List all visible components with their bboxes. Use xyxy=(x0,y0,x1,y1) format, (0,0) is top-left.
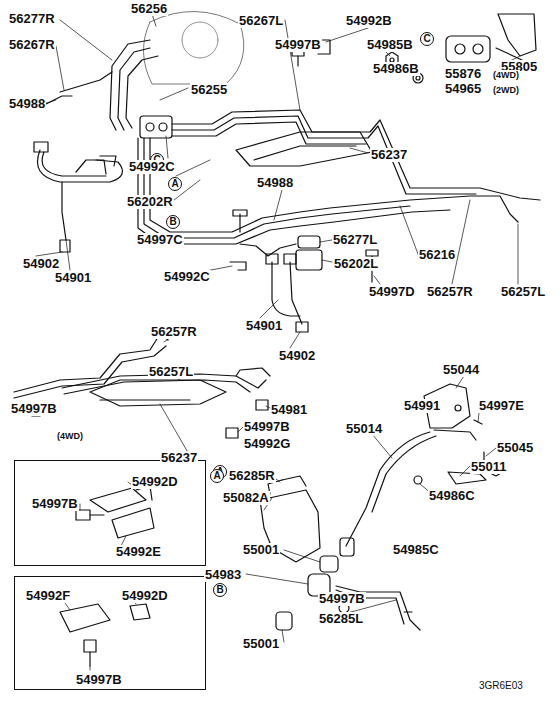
variant-note: (4WD) xyxy=(492,70,520,80)
part-number: 56256 xyxy=(130,2,168,16)
part-number: 56277R xyxy=(8,12,56,26)
part-number: 54901 xyxy=(54,271,92,285)
part-number: 56257L xyxy=(500,285,546,299)
part-number: 54988 xyxy=(8,97,46,111)
part-number: 54902 xyxy=(22,257,60,271)
part-number: 55014 xyxy=(345,422,383,436)
reference-letter: B xyxy=(213,583,227,597)
part-number: 56267L xyxy=(238,14,284,28)
part-number: 56237 xyxy=(160,451,198,465)
part-number: 54985B xyxy=(366,38,414,52)
part-number: 56202R xyxy=(126,195,174,209)
part-number: 54997B xyxy=(31,497,79,511)
part-number: 54992D xyxy=(131,475,179,489)
reference-letter: A xyxy=(210,469,224,483)
reference-letter: B xyxy=(166,215,180,229)
variant-note: (2WD) xyxy=(492,85,520,95)
part-number: 56257R xyxy=(150,325,198,339)
part-number: 54901 xyxy=(245,319,283,333)
part-number: 54988 xyxy=(256,176,294,190)
part-number: 54902 xyxy=(278,349,316,363)
part-number: 56257L xyxy=(148,365,194,379)
part-number: 54986B xyxy=(372,62,420,76)
part-number: 55011 xyxy=(470,460,507,474)
part-number: 55044 xyxy=(442,363,480,377)
part-number: 54997B xyxy=(274,38,322,52)
part-number: 56267R xyxy=(8,38,56,52)
part-number: 54997B xyxy=(243,420,291,434)
part-number: 54986C xyxy=(428,489,476,503)
part-number: 56257R xyxy=(426,285,474,299)
part-number: 54985C xyxy=(392,543,440,557)
part-number: 56216 xyxy=(418,248,456,262)
part-number: 54997D xyxy=(368,285,416,299)
part-number: 54997B xyxy=(318,592,366,606)
variant-note: (4WD) xyxy=(56,431,84,441)
part-number: 54992E xyxy=(115,545,162,559)
part-number: 54992B xyxy=(345,14,393,28)
part-number: 54997B xyxy=(10,402,58,416)
detail-inset: B54992F54992D54997B xyxy=(14,576,206,690)
part-number: 54997B xyxy=(75,673,123,687)
part-number: 54965 xyxy=(444,82,482,96)
part-number: 55001 xyxy=(242,543,280,557)
part-number: 56285L xyxy=(318,612,364,626)
part-number: 54981 xyxy=(270,403,308,417)
part-number: 54997C xyxy=(136,233,184,247)
part-number: 54992C xyxy=(128,160,176,174)
part-number: 55876 xyxy=(444,67,482,81)
part-number: 56277L xyxy=(332,233,378,247)
part-number: 54983 xyxy=(204,568,242,582)
part-number: 55082A xyxy=(222,491,270,505)
part-number: 56285R xyxy=(228,469,276,483)
part-number: 54991 xyxy=(403,399,441,413)
drawing-code: 3GR6E03 xyxy=(478,680,524,691)
part-number: 55045 xyxy=(496,441,534,455)
part-number: 54992D xyxy=(121,589,169,603)
detail-inset: A54992D54997B54992E xyxy=(14,460,206,566)
part-number: 56237 xyxy=(370,148,408,162)
part-number: 54992G xyxy=(243,437,291,451)
part-number: 54997E xyxy=(478,399,525,413)
reference-letter: C xyxy=(420,32,434,46)
part-number: 55001 xyxy=(242,637,280,651)
part-number: 54992F xyxy=(25,589,71,603)
part-number: 56255 xyxy=(190,83,228,97)
part-number: 56202L xyxy=(333,257,379,271)
part-number: 54992C xyxy=(163,270,211,284)
reference-letter: A xyxy=(168,177,182,191)
